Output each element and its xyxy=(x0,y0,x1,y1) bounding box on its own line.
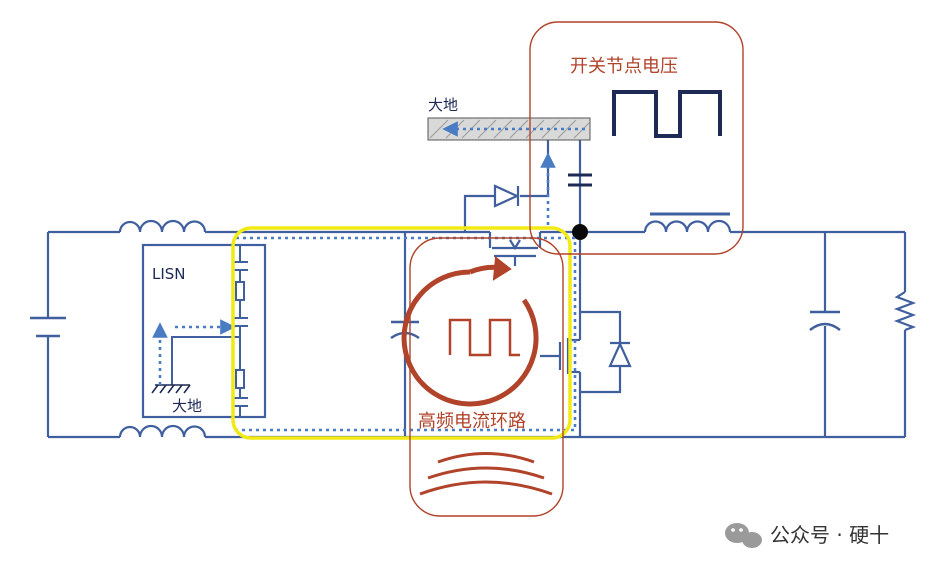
diode-top xyxy=(493,184,520,208)
label-lisn: LISN xyxy=(152,265,186,283)
label-hf-current-loop: 高频电流环路 xyxy=(418,411,526,432)
hf-loop-callout xyxy=(409,237,564,517)
hf-loop-highlight xyxy=(231,226,572,440)
radiation-waves xyxy=(419,452,553,496)
mosfet-high-side xyxy=(488,232,542,266)
current-loop-circle xyxy=(401,256,539,407)
diode-freewheel xyxy=(608,341,632,368)
switch-node-dot xyxy=(572,224,588,240)
switch-node-callout xyxy=(529,21,744,255)
label-ground-lisn: 大地 xyxy=(172,397,202,415)
resistor-load xyxy=(893,291,917,332)
common-mode-current-path xyxy=(152,121,585,432)
capacitor-output xyxy=(809,310,841,332)
label-switch-node-voltage: 开关节点电压 xyxy=(570,56,678,77)
inductor-input-top xyxy=(118,219,207,233)
capacitor-parasitic xyxy=(568,173,592,187)
inductor-input-bottom xyxy=(118,424,207,438)
current-waveform xyxy=(448,318,520,357)
label-ground-top: 大地 xyxy=(428,96,458,114)
inductor-output xyxy=(643,212,732,233)
lisn-internals xyxy=(171,245,248,417)
watermark-text: 公众号 · 硬十 xyxy=(770,523,889,547)
ground-plane-bar xyxy=(427,117,591,141)
battery-source xyxy=(30,316,66,338)
ground-symbol-lisn xyxy=(151,384,191,394)
switch-node-waveform xyxy=(612,90,722,138)
wechat-icon xyxy=(725,523,762,548)
